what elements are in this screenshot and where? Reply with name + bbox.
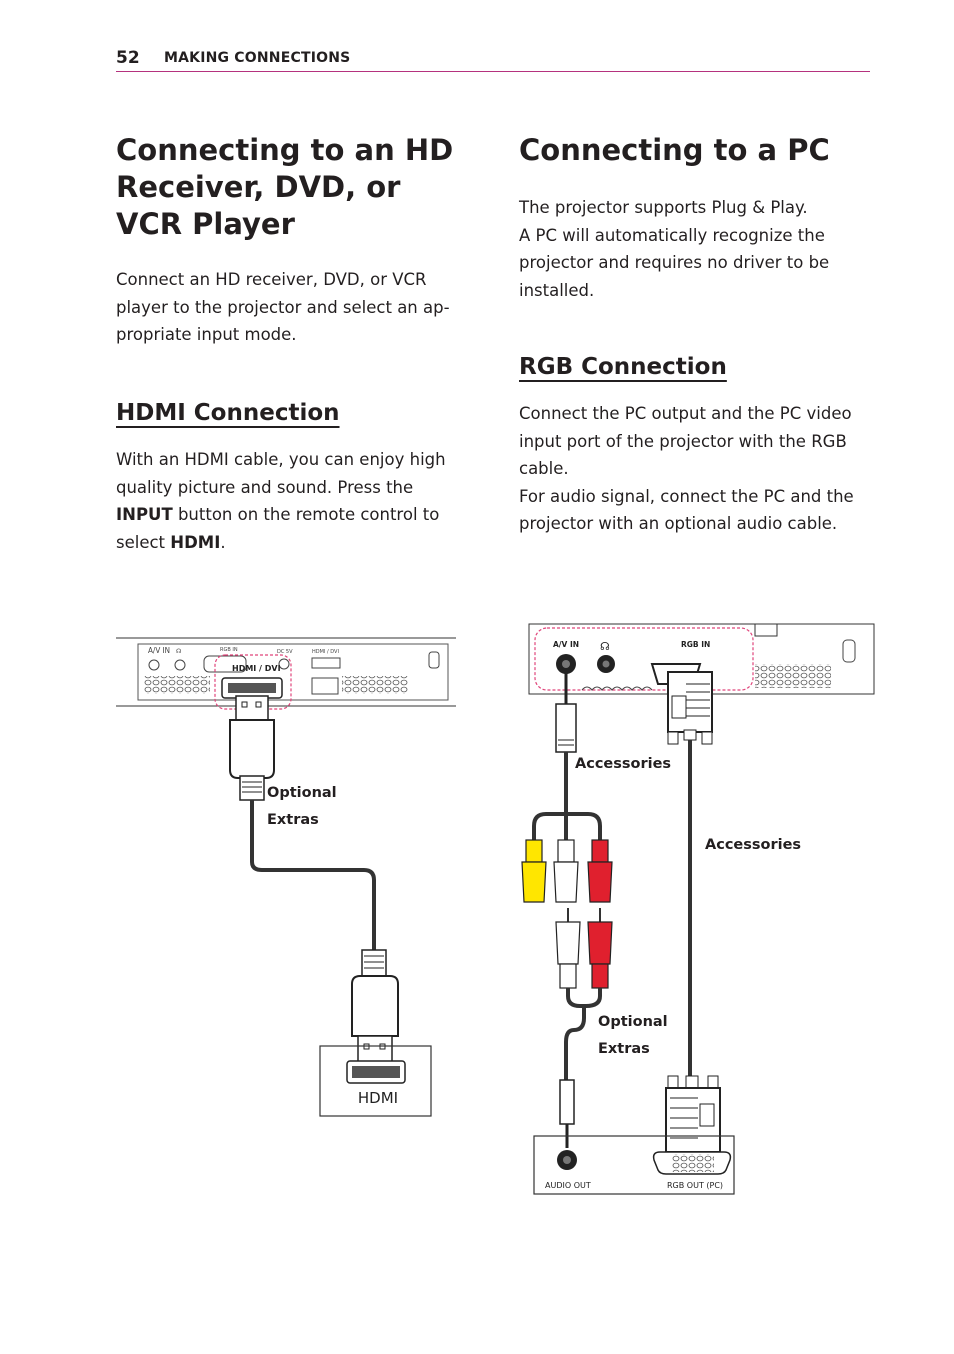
rgb-paragraph: Connect the PC output and the PC video i… (519, 404, 854, 533)
hdmi-heading: HDMI Connection (116, 400, 340, 426)
rgb-plug-top (667, 671, 713, 745)
port-hdmi-big: HDMI / DVI (232, 664, 281, 673)
accessories-label-1: Accessories (575, 756, 672, 772)
port-av-small: A/V IN (148, 646, 170, 655)
right-title: Connecting to a PC (519, 133, 830, 167)
rca-red-plug (587, 839, 613, 903)
av-plug-top (555, 672, 577, 753)
hdmi-plug-bottom (351, 949, 399, 1063)
page-number: 52 (116, 48, 140, 68)
rgb-plug-bottom (665, 1075, 721, 1153)
left-intro: Connect an HD receiver, DVD, or VCR play… (116, 270, 450, 344)
audio-plug-bottom (559, 1079, 575, 1148)
input-keyword: INPUT (116, 505, 173, 524)
right-intro: The projector supports Plug & Play.A PC … (519, 198, 830, 300)
left-title: Connecting to an HD Receiver, DVD, or VC… (116, 133, 454, 241)
projector-panel-left (116, 637, 456, 710)
section-title: MAKING CONNECTIONS (164, 50, 351, 66)
accessories-label-2: Accessories (705, 837, 802, 853)
svg-text:☊: ☊ (176, 648, 181, 655)
port-hdmi-small: HDMI / DVI (312, 649, 339, 655)
hdmi-device-box (319, 1045, 432, 1117)
hdmi-paragraph: With an HDMI cable, you can enjoy high q… (116, 450, 446, 552)
pc-box (533, 1135, 735, 1195)
audio-out-label: AUDIO OUT (545, 1181, 591, 1190)
rgb-heading: RGB Connection (519, 354, 727, 380)
header-rule (116, 71, 870, 72)
port-dc: DC 5V (277, 649, 293, 655)
rca-yellow-plug (521, 839, 547, 903)
rgb-out-label: RGB OUT (PC) (667, 1181, 723, 1190)
hdmi-plug-top (229, 695, 275, 801)
rca-red-plug-2 (587, 921, 613, 989)
port-rgb-right: RGB IN (681, 640, 710, 649)
device-hdmi-label: HDMI (358, 1089, 398, 1107)
hdmi-keyword: HDMI (170, 532, 221, 552)
rca-white-plug-2 (555, 921, 581, 989)
svg-text:☊: ☊ (600, 640, 610, 653)
rca-white-plug (553, 839, 579, 903)
port-rgb-small: RGB IN (220, 647, 238, 653)
port-av-right: A/V IN (553, 640, 579, 649)
